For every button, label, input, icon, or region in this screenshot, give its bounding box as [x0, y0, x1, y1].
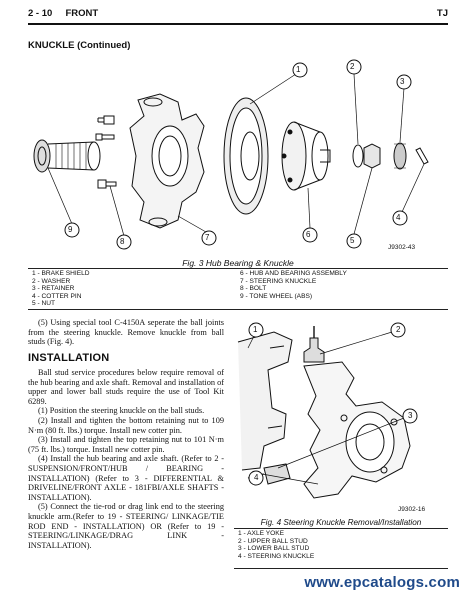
hub-bearing-knuckle-figure	[33, 59, 429, 250]
figure4-legend-rule	[234, 568, 448, 569]
callout-8: 8	[120, 237, 125, 246]
fig4-callout-4: 4	[254, 473, 259, 482]
retainer-cotter-parts	[393, 142, 429, 170]
hub-bearing-part	[281, 121, 331, 191]
installation-text: Ball stud service procedures below requi…	[28, 368, 224, 550]
figure3-legend-left: 1 - BRAKE SHIELD 2 - WASHER 3 - RETAINER…	[32, 270, 90, 308]
callout-6: 6	[306, 230, 311, 239]
figure3-caption: Fig. 3 Hub Bearing & Knuckle	[182, 258, 294, 268]
bolt-parts	[95, 115, 117, 189]
steering-knuckle-part	[129, 93, 205, 229]
axle-yoke-part	[237, 331, 293, 471]
figure4-caption: Fig. 4 Steering Knuckle Removal/Installa…	[260, 518, 422, 527]
fig4-callout-1: 1	[253, 325, 258, 334]
legend-item: 8 - BOLT	[240, 285, 267, 293]
legend-item: 6 - HUB AND BEARING ASSEMBLY	[240, 270, 347, 277]
legend-item: 9 - TONE WHEEL (ABS)	[240, 292, 313, 300]
watermark-link[interactable]: www.epcatalogs.com	[304, 574, 460, 591]
legend-item: 4 - STEERING KNUCKLE	[238, 552, 315, 560]
brake-shield-part	[223, 97, 269, 215]
figure4-leaders	[247, 331, 405, 485]
figure3-code: J9302-43	[388, 244, 416, 251]
figure3-legend-right: 6 - HUB AND BEARING ASSEMBLY 7 - STEERIN…	[240, 270, 347, 300]
installation-step: (5) Connect the tie-rod or drag link end…	[28, 502, 224, 550]
washer-nut-parts	[352, 143, 381, 169]
installation-heading: INSTALLATION	[28, 352, 110, 364]
installation-step: (4) Install the hub bearing and axle sha…	[28, 454, 224, 502]
figure4-callout-circles	[248, 322, 418, 486]
upper-ball-stud-part	[303, 326, 325, 363]
callout-1: 1	[296, 65, 301, 74]
fig4-callout-3: 3	[408, 411, 413, 420]
callout-7: 7	[205, 233, 210, 242]
page-header: 2 - 10 FRONT TJ	[28, 8, 448, 22]
removal-step-5: (5) Using special tool C-4150A seperate …	[28, 318, 224, 347]
header-rule	[28, 23, 448, 25]
callout-9: 9	[68, 225, 73, 234]
legend-item: 1 - BRAKE SHIELD	[32, 270, 90, 277]
figure4-legend: 1 - AXLE YOKE 2 - UPPER BALL STUD 3 - LO…	[238, 530, 314, 560]
callout-3: 3	[400, 77, 405, 86]
installation-step: (2) Install and tighten the bottom retai…	[28, 415, 224, 435]
legend-item: 2 - WASHER	[32, 277, 71, 285]
legend-item: 1 - AXLE YOKE	[238, 530, 285, 537]
legend-item: 3 - LOWER BALL STUD	[238, 545, 310, 553]
callout-5: 5	[350, 236, 355, 245]
figure3-legend-rule	[28, 309, 448, 310]
callout-4: 4	[396, 213, 401, 222]
legend-item: 3 - RETAINER	[32, 285, 75, 293]
installation-step: (1) Position the steering knuckle on the…	[38, 406, 205, 416]
legend-item: 7 - STEERING KNUCKLE	[240, 277, 317, 285]
legend-item: 5 - NUT	[32, 300, 56, 308]
tone-wheel-part	[33, 139, 101, 173]
figure3-caption-rule	[28, 268, 448, 269]
model-code: TJ	[436, 8, 448, 19]
callout-2: 2	[350, 62, 355, 71]
figure4-code: J9302-16	[398, 506, 426, 513]
figure3-callout-circles	[64, 59, 412, 250]
page-number-section: 2 - 10 FRONT	[28, 8, 99, 19]
legend-item: 4 - COTTER PIN	[32, 292, 82, 300]
steering-knuckle-part-fig4	[303, 361, 411, 499]
legend-item: 2 - UPPER BALL STUD	[238, 537, 308, 545]
figure4-caption-rule	[234, 528, 448, 529]
fig4-callout-2: 2	[396, 325, 401, 334]
installation-step: (3) Install and tighten the top retainin…	[28, 435, 224, 454]
installation-intro: Ball stud service procedures below requi…	[28, 368, 224, 406]
figure3-leaders	[47, 73, 425, 237]
steering-knuckle-removal-figure	[237, 322, 418, 499]
section-title: KNUCKLE (Continued)	[28, 40, 131, 51]
